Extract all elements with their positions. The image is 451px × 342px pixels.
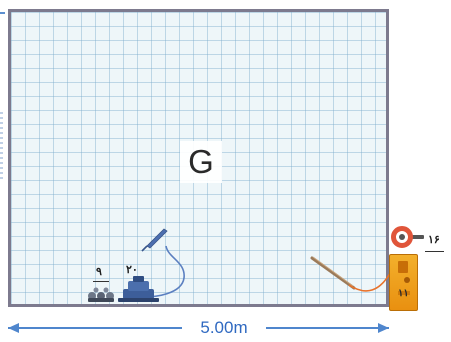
orange-device-slot [398,261,408,273]
callout-11: ۱۱ [398,288,409,299]
left-dimension-arrow [0,12,5,24]
callout-20: ۲۰ [126,264,138,276]
gauge-ring-icon [391,226,413,248]
small-component-icon [88,287,114,302]
meter-device-icon [118,276,159,302]
right-rod-icon [310,256,356,290]
orange-device-knob [404,277,410,283]
bottom-dimension: 5.00m [8,318,389,338]
arrow-left-icon [8,323,19,333]
orange-device-icon [389,254,418,311]
callout-16: ۱۶ [428,234,440,246]
left-dimension-line [0,0,6,310]
dimension-label: 5.00m [182,318,266,338]
arrow-right-icon [378,323,389,333]
orange-device-slot [398,291,410,295]
callout-9-underline [93,281,109,282]
gauge-core [399,234,405,240]
right-rod-highlight [312,256,354,287]
right-cable [348,269,393,292]
callout-16-underline [425,251,444,252]
left-dimension-faded-label [0,112,3,182]
room-label: G [180,141,222,183]
left-probe-icon [146,228,168,249]
callout-9: ۹ [96,266,102,278]
gauge-handle-icon [408,235,424,239]
left-probe-tip-icon [141,245,148,252]
